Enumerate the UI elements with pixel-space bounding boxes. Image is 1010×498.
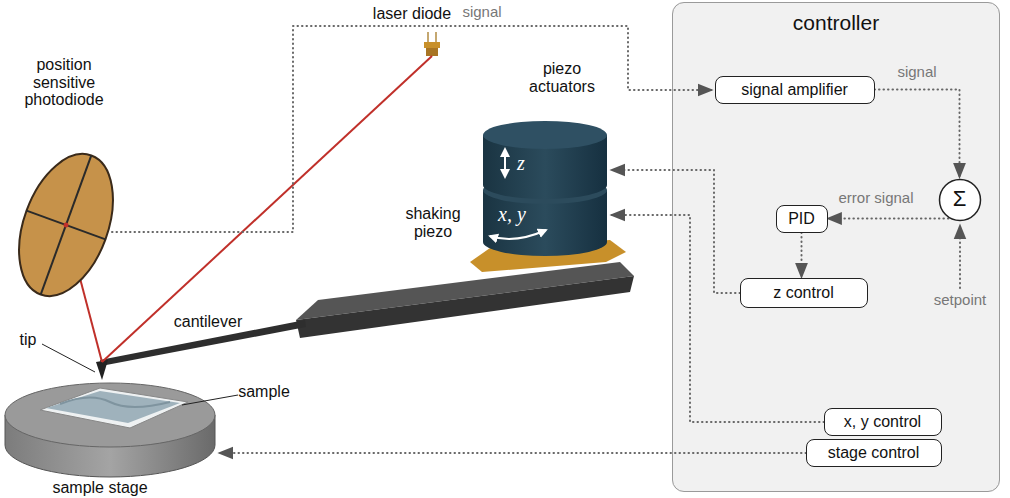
piezo-actuators bbox=[483, 121, 607, 149]
laser-diode bbox=[435, 32, 437, 42]
part-name: cantilever bbox=[174, 313, 242, 331]
box-label: signal amplifier bbox=[741, 81, 848, 99]
signal-wires bbox=[611, 215, 824, 422]
axis-name: z bbox=[517, 152, 525, 174]
sample-stage bbox=[5, 383, 215, 477]
part-name: tip bbox=[20, 331, 37, 349]
photodiode bbox=[41, 155, 92, 294]
signal-name: setpoint bbox=[934, 292, 987, 309]
signal-connector bbox=[828, 218, 949, 220]
control-box: x, y control bbox=[824, 408, 942, 436]
sample-stage bbox=[5, 383, 215, 447]
sample bbox=[40, 388, 188, 428]
laser-diode bbox=[424, 42, 440, 48]
cantilever-chip bbox=[296, 276, 634, 338]
part-name: sample stage bbox=[52, 479, 147, 497]
sample bbox=[40, 388, 188, 428]
laser-diode bbox=[426, 48, 438, 56]
pid-box: PID bbox=[776, 205, 828, 233]
cantilever-chip bbox=[296, 240, 634, 338]
amplifier-box: signal amplifier bbox=[715, 76, 875, 104]
box-label: stage control bbox=[828, 444, 920, 462]
box-label: z control bbox=[773, 284, 833, 302]
sum-symbol: Σ bbox=[953, 187, 967, 211]
box-label: x, y control bbox=[844, 413, 921, 431]
signal-connector bbox=[801, 233, 803, 278]
laser-diode bbox=[424, 32, 440, 56]
axis-name: x, y bbox=[498, 203, 526, 225]
control-box: stage control bbox=[806, 439, 942, 467]
sample bbox=[60, 397, 170, 407]
signal-wires bbox=[219, 452, 806, 454]
leader-lines bbox=[182, 395, 238, 405]
laser-beam bbox=[66, 56, 432, 362]
signal-name: signal bbox=[895, 64, 938, 81]
part-name: piezo actuators bbox=[522, 60, 602, 95]
signal-name: error signal bbox=[836, 190, 915, 207]
laser-diode bbox=[427, 32, 429, 42]
piezo-actuators bbox=[490, 230, 546, 239]
part-name: shaking piezo bbox=[398, 205, 468, 240]
signal-name: signal bbox=[462, 4, 501, 21]
signal-wires bbox=[112, 26, 712, 232]
sample bbox=[46, 391, 180, 423]
laser-beam bbox=[102, 56, 432, 362]
photodiode bbox=[27, 211, 106, 240]
summing-junction: Σ bbox=[938, 178, 982, 222]
cantilever bbox=[96, 360, 108, 380]
piezo-actuators bbox=[483, 121, 607, 256]
part-name: position sensitive photodiode bbox=[14, 56, 114, 109]
photodiode bbox=[1, 141, 131, 309]
control-box: z control bbox=[740, 278, 868, 308]
photodiode bbox=[1, 141, 131, 309]
signal-wires bbox=[611, 170, 740, 293]
junction-circle bbox=[939, 179, 980, 220]
signal-wires bbox=[112, 26, 960, 453]
piezo-actuators bbox=[504, 149, 506, 177]
panel-heading: controller bbox=[673, 11, 999, 34]
controller-ground bbox=[672, 2, 1000, 492]
part-name: laser diode bbox=[373, 5, 451, 23]
controller-panel: controller signal amplifierΣ PID z control x… bbox=[672, 2, 1000, 492]
signal-wires bbox=[959, 225, 961, 288]
leader-lines bbox=[42, 344, 238, 405]
part-name: sample bbox=[238, 383, 290, 401]
box-label: PID bbox=[788, 210, 815, 228]
signal-connector bbox=[875, 90, 960, 178]
leader-lines bbox=[42, 344, 95, 372]
laser-spot bbox=[64, 223, 69, 228]
